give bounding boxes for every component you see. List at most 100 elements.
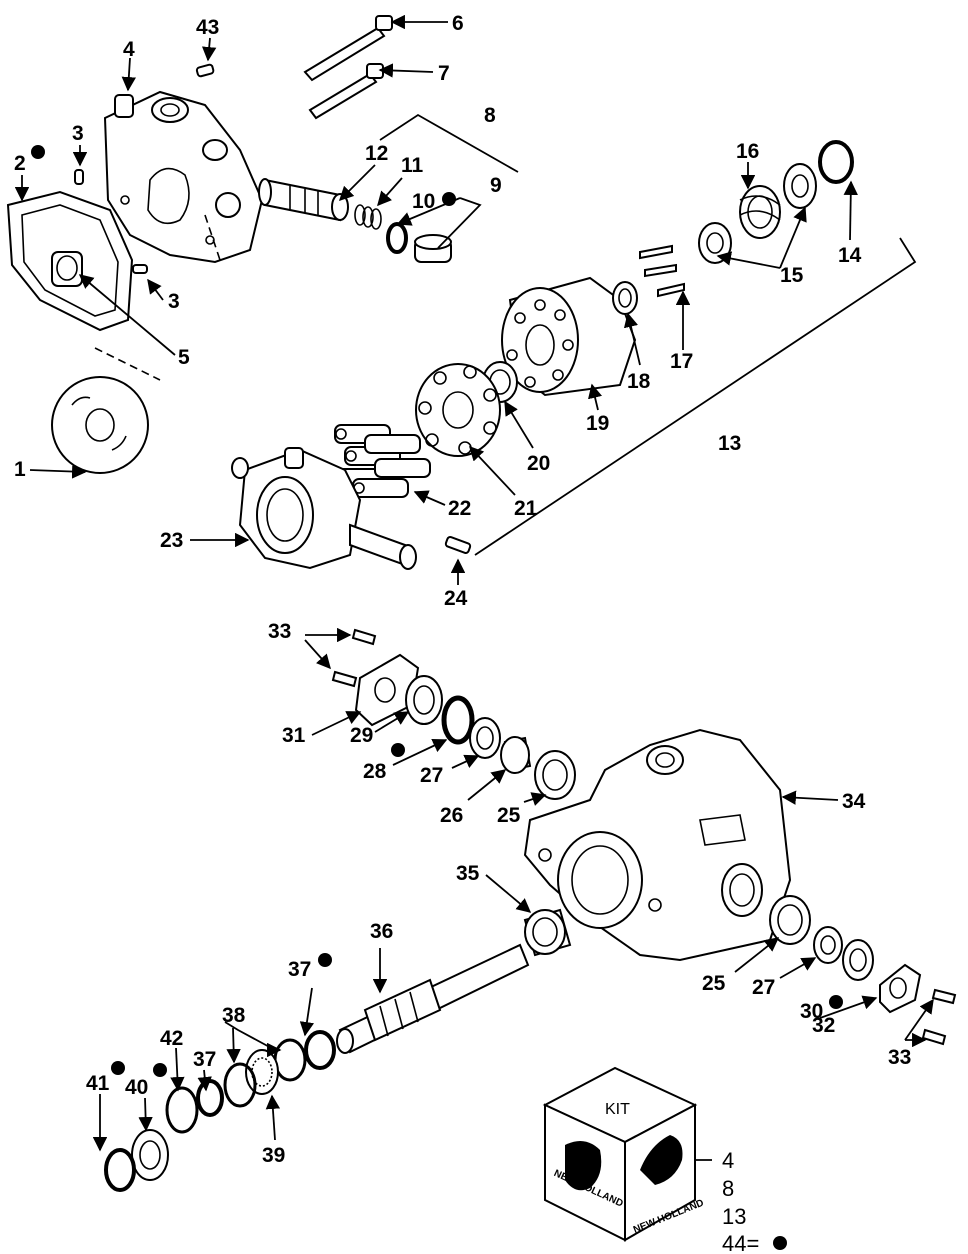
callout-23: 23: [160, 529, 183, 552]
drive-shaft-36-part: [336, 943, 530, 1054]
kit-title: KIT: [605, 1101, 630, 1118]
callout-25b: 25: [702, 972, 726, 995]
callout-37a: 37: [288, 958, 311, 981]
end-cover-part: [103, 90, 264, 264]
callout-32: 32: [812, 1014, 835, 1037]
callout-26: 26: [440, 804, 463, 827]
spring-16-part: [739, 185, 781, 239]
pin-3b-part: [132, 264, 148, 274]
bearing-26-part: [500, 736, 532, 774]
callout-16: 16: [736, 140, 759, 163]
callout-42: 42: [160, 1027, 183, 1050]
callout-12: 12: [365, 142, 388, 165]
seal-29-part: [405, 675, 443, 725]
race-38a-part: [273, 1038, 307, 1082]
callout-24: 24: [444, 587, 468, 610]
callout-6: 6: [452, 12, 464, 35]
callout-38: 38: [222, 1004, 246, 1027]
snap-ring-14-part: [818, 140, 854, 184]
flange-32-part: [879, 963, 922, 1014]
bullet-30: [829, 995, 843, 1009]
callout-19: 19: [586, 412, 609, 435]
bolts-33a-part: [331, 628, 377, 688]
bearing-25b-part: [769, 895, 811, 945]
race-38b-part: [223, 1062, 257, 1108]
callout-4: 4: [123, 38, 135, 61]
callout-13: 13: [718, 432, 741, 455]
washer-27b-part: [813, 926, 843, 964]
bullet-28: [391, 743, 405, 757]
callout-27b: 27: [752, 976, 775, 999]
kit-item-2: 8: [722, 1176, 734, 1201]
o-ring-10-part: [386, 222, 408, 254]
ring-18-part: [612, 281, 638, 315]
callout-33b: 33: [888, 1046, 911, 1069]
snap-ring-37a-part: [304, 1030, 336, 1070]
callout-9: 9: [490, 174, 502, 197]
callout-11: 11: [401, 154, 424, 177]
swashplate-housing-23-part: [231, 447, 417, 570]
callout-3a: 3: [72, 122, 84, 145]
callout-28: 28: [363, 760, 387, 783]
kit-box: KIT NEW HOLLAND NEW HOLLAND 4 8 13 44=: [542, 1066, 787, 1254]
washer-15b-part: [783, 163, 817, 209]
callout-41: 41: [86, 1072, 110, 1095]
plug-9-part: [414, 234, 452, 263]
callout-15: 15: [780, 264, 804, 287]
callout-18: 18: [627, 370, 651, 393]
callout-33a: 33: [268, 620, 291, 643]
callout-40: 40: [125, 1076, 148, 1099]
callout-35: 35: [456, 862, 480, 885]
callout-10: 10: [412, 190, 435, 213]
bullet-37: [318, 953, 332, 967]
retainer-plate-21-part: [415, 363, 501, 457]
key-24-part: [444, 536, 472, 554]
callout-22: 22: [448, 497, 471, 520]
callout-37b: 37: [193, 1048, 216, 1071]
callout-17: 17: [670, 350, 693, 373]
bullet-41: [111, 1061, 125, 1075]
bullet-40: [153, 1063, 167, 1077]
callout-31: 31: [282, 724, 306, 747]
cylinder-block-19-part: [501, 276, 637, 397]
snap-ring-37b-part: [196, 1079, 224, 1117]
kit-item-1: 4: [722, 1148, 734, 1173]
leader-lines: [14, 14, 934, 1152]
callout-labels: 43 4 3 2 3 5 1 6 7 8 12 11 9 10 16 14 15…: [14, 12, 911, 1167]
seal-30-part: [842, 939, 874, 981]
spool-12-part: [258, 178, 349, 222]
callout-7: 7: [438, 62, 450, 85]
bullet-10: [442, 192, 456, 206]
bullet-44: [773, 1236, 787, 1250]
pin-3a-part: [74, 169, 84, 185]
spring-11-part: [354, 204, 382, 230]
callout-2: 2: [14, 152, 26, 175]
callout-3b: 3: [168, 290, 180, 313]
kit-item-4: 44=: [722, 1231, 759, 1254]
bearing-40-part: [131, 1129, 169, 1181]
callout-21: 21: [514, 497, 538, 520]
callout-25a: 25: [497, 804, 521, 827]
callout-29: 29: [350, 724, 373, 747]
callout-1: 1: [14, 458, 26, 481]
callout-5: 5: [178, 346, 190, 369]
callout-30: 30: [800, 1000, 823, 1023]
callout-43: 43: [196, 16, 219, 39]
washer-42-part: [165, 1086, 199, 1134]
callout-20: 20: [527, 452, 550, 475]
callout-14: 14: [838, 244, 862, 267]
kit-item-3: 13: [722, 1204, 746, 1229]
main-housing-34-part: [523, 728, 792, 962]
callout-27a: 27: [420, 764, 443, 787]
bearing-25a-part: [534, 750, 576, 800]
callout-34: 34: [842, 790, 866, 813]
callout-36: 36: [370, 920, 393, 943]
bullet-2: [31, 145, 45, 159]
callout-8: 8: [484, 104, 496, 127]
bearing-35-part: [523, 908, 572, 957]
bolts-17-part: [639, 244, 685, 298]
port-plate-part: [51, 376, 149, 474]
bolts-33b-part: [921, 988, 957, 1046]
callout-39: 39: [262, 1144, 285, 1167]
